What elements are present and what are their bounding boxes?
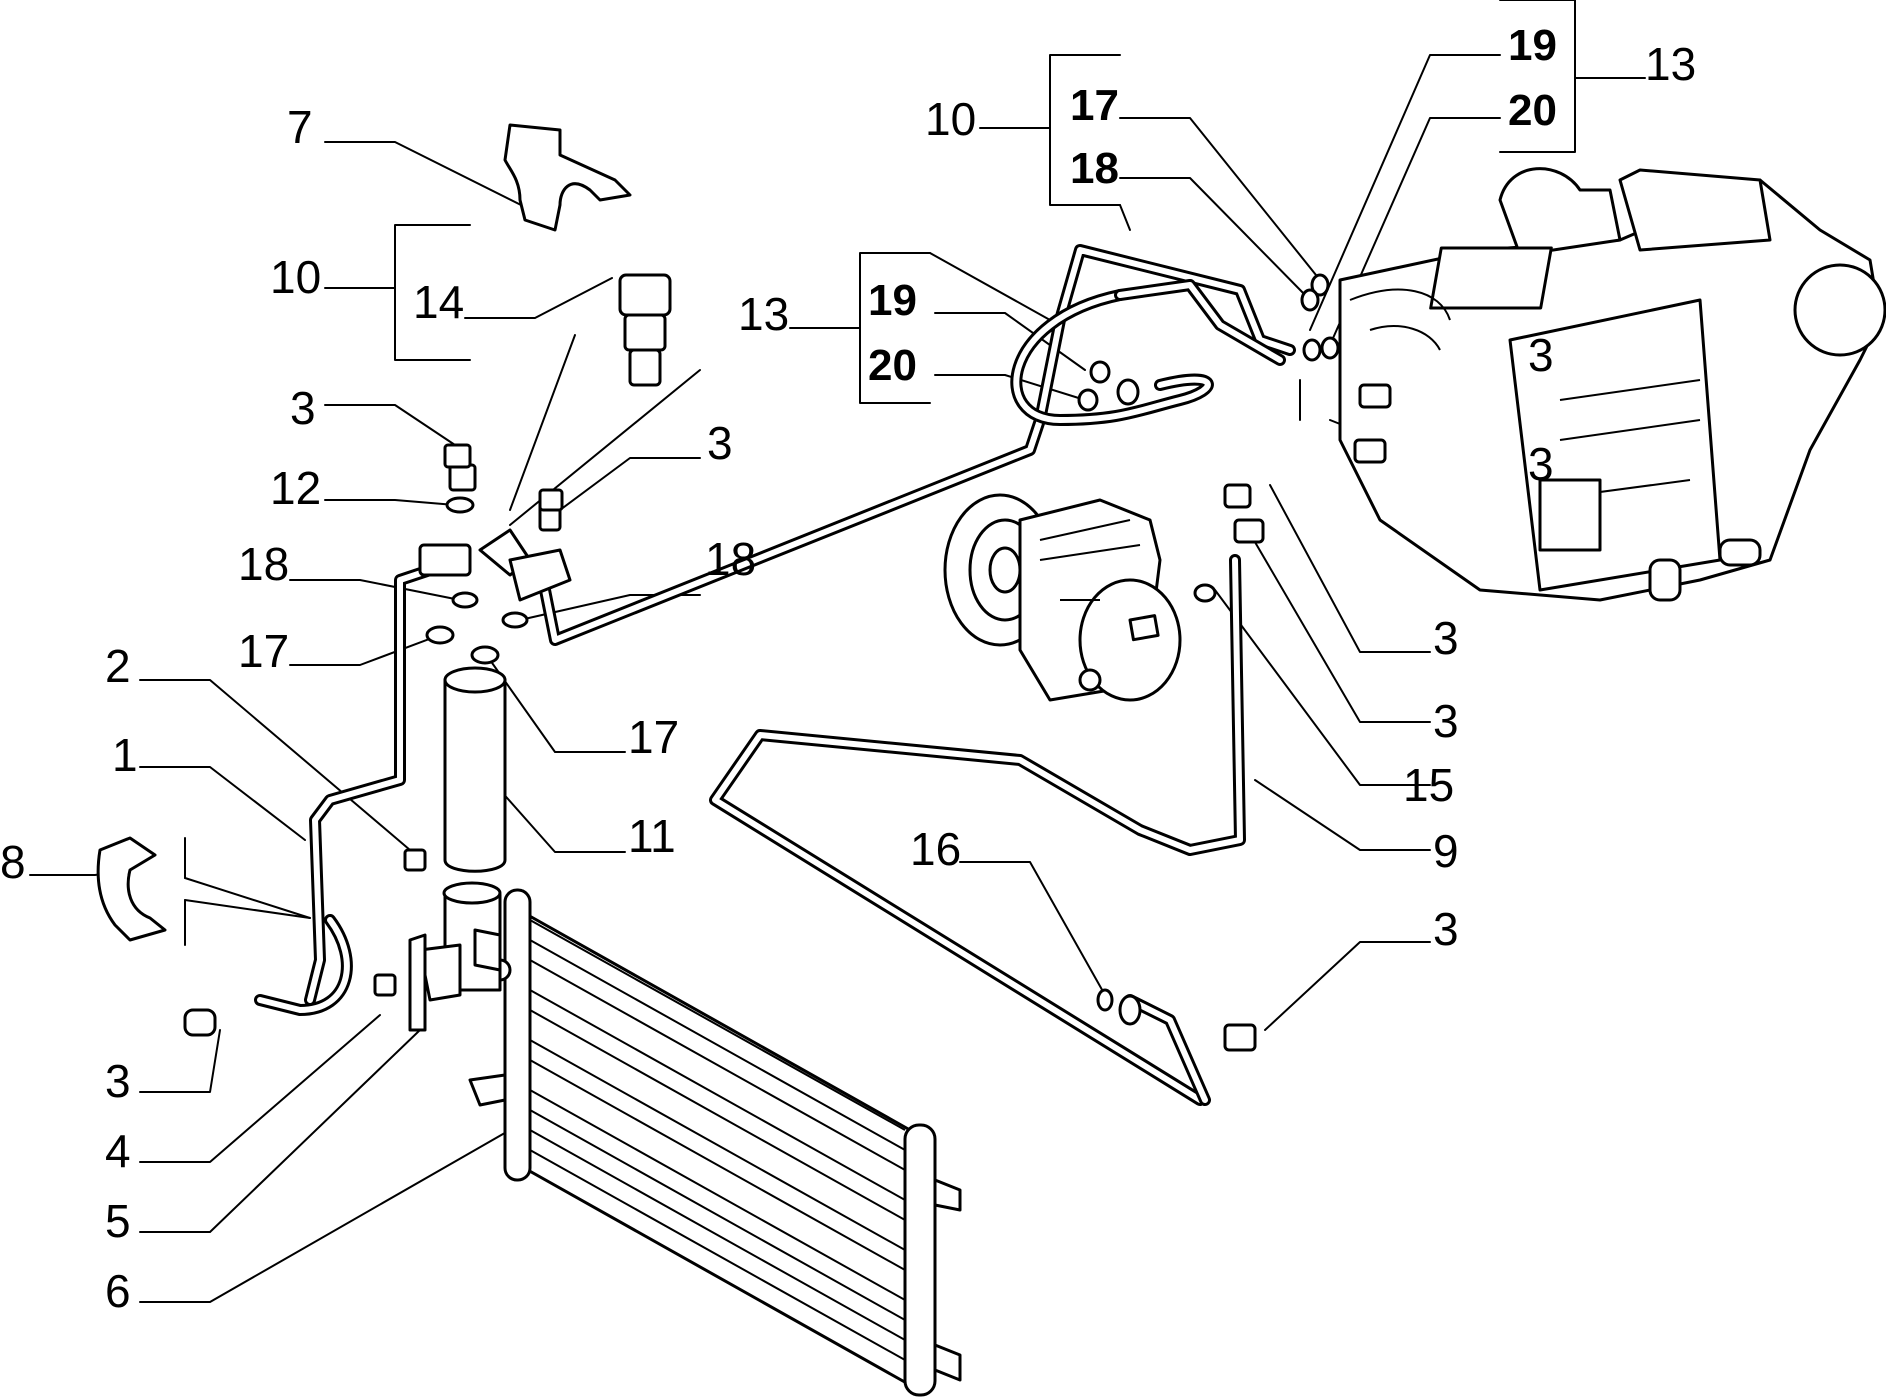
callout-17-left: 17 bbox=[238, 625, 289, 677]
callout-4: 4 bbox=[105, 1125, 131, 1177]
callout-18-right: 18 bbox=[705, 533, 756, 585]
callout-16: 16 bbox=[910, 823, 961, 875]
callout-6: 6 bbox=[105, 1265, 131, 1317]
callout-11: 11 bbox=[628, 810, 676, 862]
callout-3-h: 3 bbox=[1433, 903, 1459, 955]
callout-13-left: 13 bbox=[738, 288, 789, 340]
callout-5: 5 bbox=[105, 1195, 131, 1247]
callout-3-c: 3 bbox=[105, 1055, 131, 1107]
callout-3-f: 3 bbox=[1433, 612, 1459, 664]
callout-3-e: 3 bbox=[1528, 438, 1554, 490]
callout-7: 7 bbox=[287, 101, 313, 153]
compressor bbox=[943, 493, 1182, 702]
callout-12: 12 bbox=[270, 462, 321, 514]
callout-15: 15 bbox=[1403, 759, 1454, 811]
callout-17-top: 17 bbox=[1070, 81, 1119, 130]
callout-9: 9 bbox=[1433, 825, 1459, 877]
pressure-switch bbox=[618, 273, 672, 387]
receiver-dryer bbox=[408, 666, 507, 1032]
callout-3-a: 3 bbox=[290, 382, 316, 434]
refrigerant-pipes bbox=[254, 244, 1296, 1106]
callout-17-lower: 17 bbox=[628, 711, 679, 763]
callout-19-top: 19 bbox=[1508, 21, 1557, 70]
callout-18-left: 18 bbox=[238, 538, 289, 590]
callout-labels: 7 10 14 3 12 3 18 18 17 2 1 8 17 11 3 4 … bbox=[0, 21, 1696, 1317]
callout-3-d: 3 bbox=[1528, 329, 1554, 381]
callout-10-top: 10 bbox=[925, 93, 976, 145]
callout-3-g: 3 bbox=[1433, 695, 1459, 747]
callout-20-top: 20 bbox=[1508, 86, 1557, 135]
callout-19-left: 19 bbox=[868, 276, 917, 325]
callout-18-top: 18 bbox=[1070, 144, 1119, 193]
callout-10-left: 10 bbox=[270, 251, 321, 303]
o-rings bbox=[1077, 273, 1340, 1026]
callout-8: 8 bbox=[0, 836, 26, 888]
callout-13-top: 13 bbox=[1645, 38, 1696, 90]
callout-3-b: 3 bbox=[707, 417, 733, 469]
callout-1: 1 bbox=[112, 729, 138, 781]
callout-20-left: 20 bbox=[868, 341, 917, 390]
evaporator-housing bbox=[1338, 167, 1886, 602]
condenser bbox=[468, 888, 962, 1397]
pipe-bracket bbox=[96, 836, 167, 942]
callout-14: 14 bbox=[413, 276, 464, 328]
bracket-clip bbox=[503, 123, 632, 232]
bolts bbox=[183, 383, 1392, 1052]
callout-2: 2 bbox=[105, 640, 131, 692]
